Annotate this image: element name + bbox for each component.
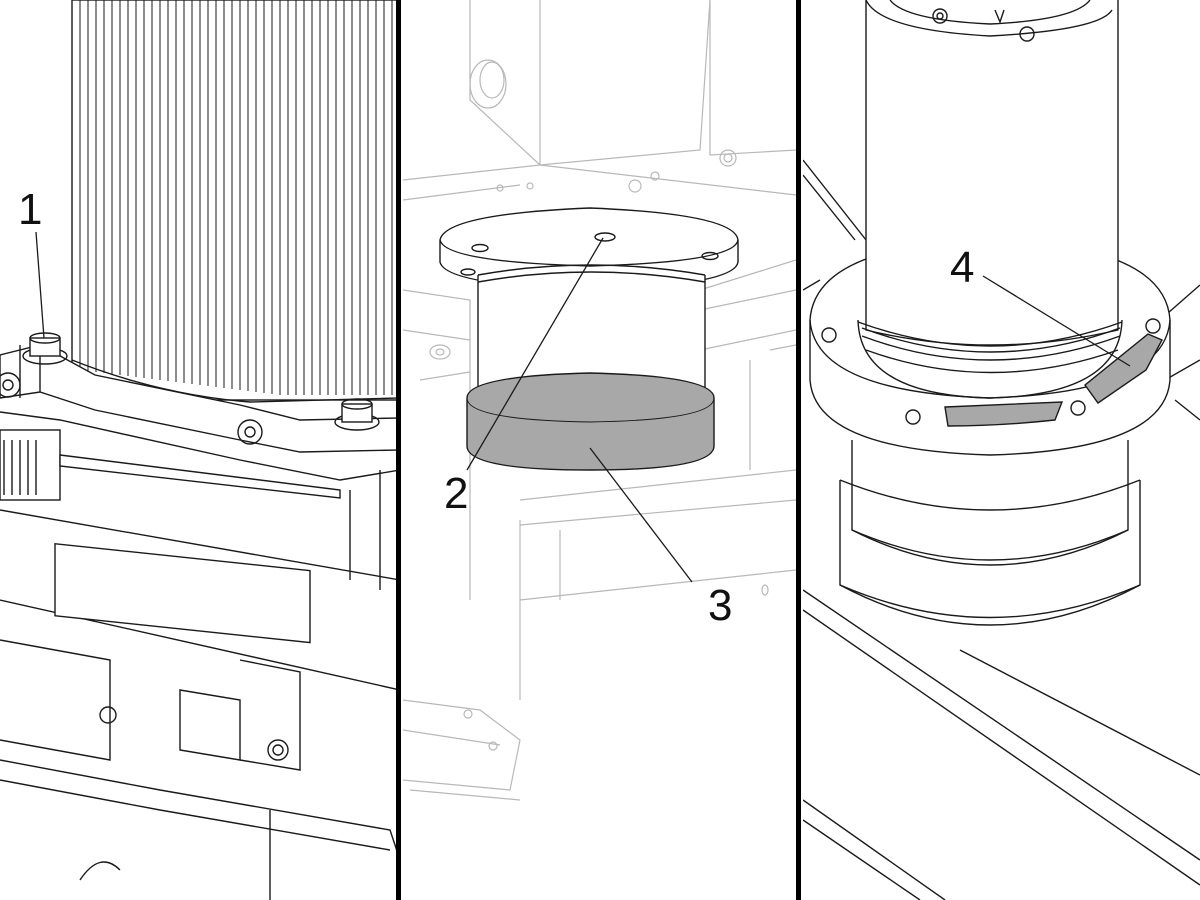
base-plate — [803, 159, 1200, 900]
callout-4: 4 — [950, 243, 974, 292]
callout-3: 3 — [708, 581, 732, 630]
panel-flange-bushing — [403, 0, 796, 801]
wear-ring — [466, 372, 715, 471]
lower-frame — [0, 470, 396, 900]
leader-line-2 — [466, 237, 604, 471]
motor-housing — [71, 0, 396, 403]
pad-segments — [944, 333, 1163, 427]
mounting-plate — [0, 344, 396, 481]
pad-segment-right — [1084, 333, 1163, 404]
shaft-column — [857, 0, 1123, 374]
lower-housing — [839, 440, 1141, 626]
callout-1: 1 — [18, 185, 42, 234]
panel-shaft-pads — [803, 0, 1200, 900]
background-frame — [403, 0, 796, 801]
panel-divider-2 — [796, 0, 801, 900]
panel-divider-1 — [396, 0, 401, 900]
callout-2: 2 — [444, 469, 468, 518]
leader-line-4 — [982, 275, 1131, 367]
leader-line-1 — [35, 231, 45, 339]
leader-line-3 — [589, 447, 693, 583]
bolt-right — [334, 398, 380, 431]
gear-rack — [0, 429, 341, 501]
panel-motor-mount — [0, 0, 396, 900]
bolt-left — [22, 332, 68, 365]
pad-segment-front — [944, 401, 1064, 427]
